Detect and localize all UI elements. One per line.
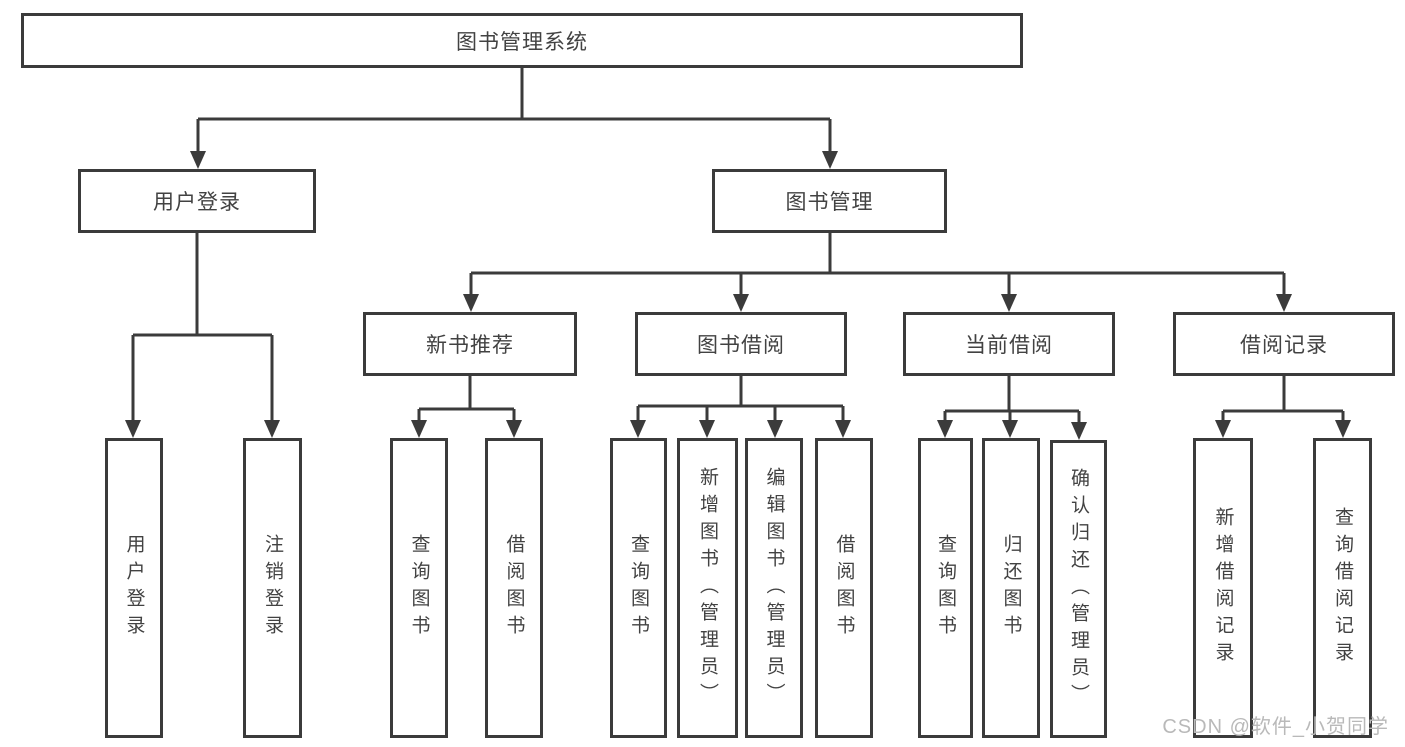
- leaf-query-borrow-record: 查询借阅记录: [1313, 438, 1372, 738]
- csdn-watermark: CSDN @软件_小贺同学: [1162, 716, 1389, 738]
- leaf-confirm-return-admin: 确认归还（管理员）: [1050, 440, 1107, 738]
- leaf-label: 确认归还（管理员）: [1068, 467, 1089, 711]
- node-borrow-records: 借阅记录: [1173, 312, 1395, 376]
- leaf-borrow-book-recommend: 借阅图书: [485, 438, 543, 738]
- leaf-label: 借阅图书: [833, 534, 855, 642]
- arrowhead: [937, 420, 953, 438]
- arrowhead: [699, 420, 715, 438]
- leaf-label: 新增图书（管理员）: [697, 466, 718, 710]
- arrowhead: [767, 420, 783, 438]
- leaf-label: 用户登录: [123, 534, 145, 642]
- arrowhead: [733, 294, 749, 312]
- connector-root-to-level2: [190, 68, 838, 169]
- node-label: 图书管理: [785, 191, 874, 214]
- node-label: 新书推荐: [426, 334, 514, 357]
- leaf-label: 编辑图书（管理员）: [763, 466, 785, 710]
- leaf-add-borrow-record: 新增借阅记录: [1193, 438, 1253, 738]
- connector-book-mgmt-children: [463, 233, 1292, 312]
- leaf-return-book: 归还图书: [982, 438, 1040, 738]
- leaf-add-book-admin: 新增图书（管理员）: [677, 438, 738, 738]
- arrowhead: [1002, 420, 1018, 438]
- arrowhead: [630, 420, 646, 438]
- node-new-book-recommend: 新书推荐: [363, 312, 577, 376]
- arrowhead: [411, 420, 427, 438]
- leaf-label: 查询图书: [935, 534, 956, 642]
- arrowhead: [1215, 420, 1231, 438]
- node-root-system: 图书管理系统: [21, 13, 1023, 68]
- node-label: 图书管理系统: [456, 30, 588, 54]
- leaf-label: 查询借阅记录: [1332, 507, 1353, 669]
- arrowhead: [822, 151, 838, 169]
- leaf-label: 查询图书: [408, 534, 430, 642]
- leaf-edit-book-admin: 编辑图书（管理员）: [745, 438, 803, 738]
- leaf-logout: 注销登录: [243, 438, 302, 738]
- node-label: 当前借阅: [965, 334, 1053, 357]
- arrowhead: [1071, 422, 1087, 440]
- leaf-label: 查询图书: [628, 534, 649, 642]
- arrowhead: [264, 420, 280, 438]
- node-label: 借阅记录: [1240, 334, 1328, 357]
- node-label: 图书借阅: [697, 334, 785, 357]
- leaf-query-book-recommend: 查询图书: [390, 438, 448, 738]
- connector-new-book-rec-children: [411, 376, 522, 438]
- leaf-label: 新增借阅记录: [1212, 507, 1234, 669]
- node-current-borrow: 当前借阅: [903, 312, 1115, 376]
- connector-user-login-children: [125, 233, 280, 438]
- node-label: 用户登录: [153, 191, 241, 214]
- leaf-query-book-current: 查询图书: [918, 438, 973, 738]
- leaf-user-login: 用户登录: [105, 438, 163, 738]
- leaf-label: 借阅图书: [503, 534, 525, 642]
- arrowhead: [506, 420, 522, 438]
- leaf-label: 注销登录: [262, 534, 283, 642]
- node-book-borrow: 图书借阅: [635, 312, 847, 376]
- arrowhead: [1335, 420, 1351, 438]
- arrowhead: [1001, 294, 1017, 312]
- arrowhead: [190, 151, 206, 169]
- leaf-query-book-borrow: 查询图书: [610, 438, 667, 738]
- node-book-management: 图书管理: [712, 169, 947, 233]
- leaf-borrow-book: 借阅图书: [815, 438, 873, 738]
- node-user-login: 用户登录: [78, 169, 316, 233]
- arrowhead: [463, 294, 479, 312]
- connector-borrow-records-children: [1215, 376, 1351, 438]
- leaf-label: 归还图书: [1000, 534, 1022, 642]
- arrowhead: [835, 420, 851, 438]
- arrowhead: [1276, 294, 1292, 312]
- connector-book-borrow-children: [630, 376, 851, 438]
- connector-current-borrow-children: [937, 376, 1087, 440]
- arrowhead: [125, 420, 141, 438]
